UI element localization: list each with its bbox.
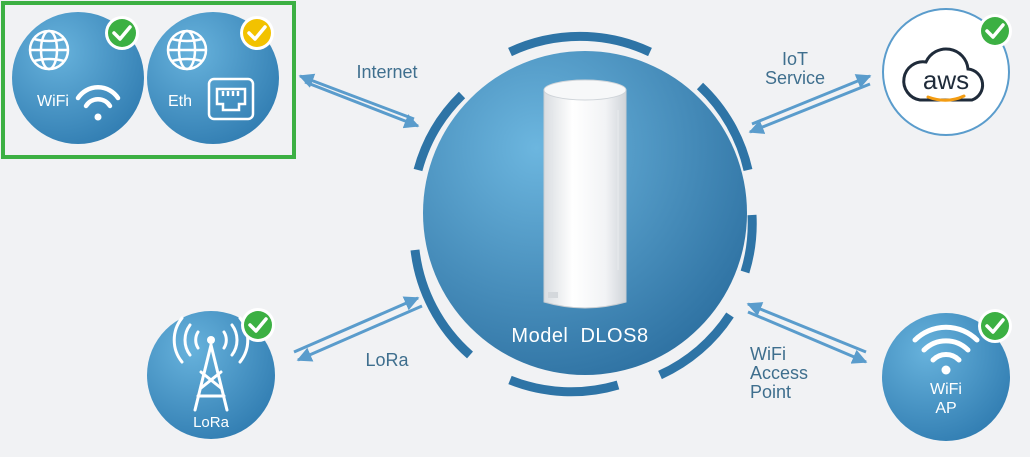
lora-link-label: LoRa [365, 350, 409, 370]
check-icon [240, 16, 274, 50]
wifi-ap-line1: WiFi [750, 344, 786, 364]
check-icon [978, 14, 1012, 48]
check-icon [978, 309, 1012, 343]
hub-model-label: Model DLOS8 [511, 325, 649, 347]
internet-link-label: Internet [356, 62, 418, 82]
arrow-internet [298, 73, 420, 129]
wifi-ap-label-line1: WiFi [930, 381, 962, 398]
arrow-iot [748, 74, 872, 134]
iot-service-link-label: IoT Service [755, 50, 835, 88]
wifi-node-label: WiFi [37, 93, 69, 110]
check-icon [105, 16, 139, 50]
wifi-ap-label-line2: AP [935, 400, 957, 417]
node-wifi-ap [882, 309, 1012, 441]
wifi-ap-line2: Access [750, 363, 809, 383]
wifi-ap-line3: Point [750, 382, 792, 402]
lora-node-label: LoRa [193, 414, 229, 431]
arrow-wifi-ap [746, 302, 868, 364]
wifi-icon [75, 85, 121, 121]
globe-icon [166, 29, 208, 71]
iot-line2: Service [764, 68, 826, 88]
wifi-ap-link-label: WiFi Access Point [750, 345, 840, 402]
dlos8-device [543, 79, 627, 309]
aws-smile [926, 94, 966, 102]
ethernet-port-icon [207, 77, 255, 121]
highlight-box [1, 1, 296, 159]
check-icon [241, 308, 275, 342]
node-wifi [12, 12, 144, 144]
node-eth [147, 12, 279, 144]
cloud-icon [902, 47, 985, 102]
eth-node-label: Eth [167, 93, 192, 110]
node-aws [882, 8, 1012, 136]
globe-icon [28, 29, 70, 71]
wifi-icon [912, 324, 980, 375]
wifi-ap-node-label: WiFi AP [921, 380, 971, 418]
aws-node-label: aws [922, 65, 970, 95]
iot-line1: IoT [781, 49, 808, 69]
arrow-lora [293, 296, 423, 362]
node-lora [147, 308, 275, 439]
hub-ring [410, 31, 757, 397]
